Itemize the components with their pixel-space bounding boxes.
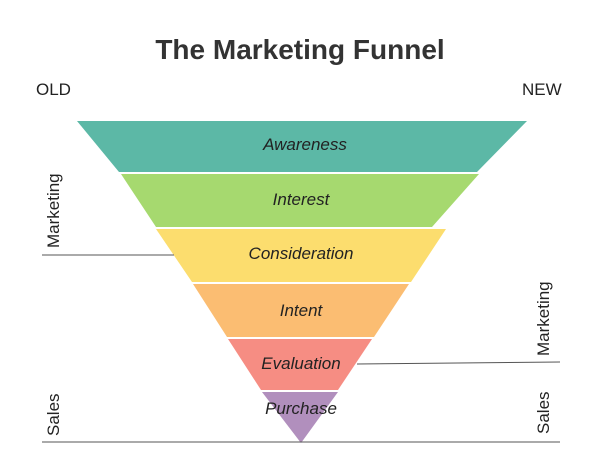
funnel-stage-intent bbox=[193, 284, 409, 337]
right-sales-label: Sales bbox=[534, 391, 553, 434]
stage-label-evaluation: Evaluation bbox=[261, 354, 340, 373]
right-divider-line bbox=[356, 361, 561, 365]
stage-label-interest: Interest bbox=[273, 190, 331, 209]
funnel-stage-interest bbox=[121, 174, 479, 227]
left-marketing-label: Marketing bbox=[44, 173, 63, 248]
old-model-label: OLD bbox=[36, 80, 71, 99]
page-title: The Marketing Funnel bbox=[155, 34, 445, 65]
stage-label-purchase: Purchase bbox=[265, 399, 337, 418]
stage-label-intent: Intent bbox=[280, 301, 324, 320]
new-model-label: NEW bbox=[522, 80, 562, 99]
stage-label-awareness: Awareness bbox=[262, 135, 347, 154]
funnel-stage-evaluation bbox=[228, 339, 372, 390]
right-marketing-label: Marketing bbox=[534, 281, 553, 356]
funnel-stage-awareness bbox=[77, 121, 527, 172]
left-sales-label: Sales bbox=[44, 393, 63, 436]
stage-label-consideration: Consideration bbox=[249, 244, 354, 263]
funnel-stage-purchase bbox=[262, 392, 338, 443]
funnel-stage-consideration bbox=[156, 229, 446, 282]
